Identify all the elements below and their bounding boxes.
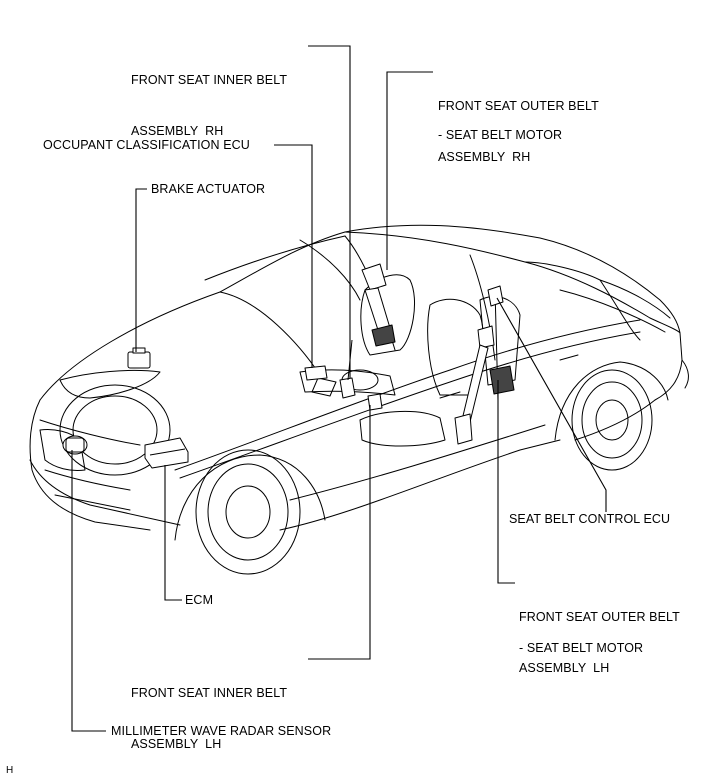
seat-belt-control-ecu-part bbox=[487, 285, 504, 307]
label-front-seat-outer-belt-rh-line2: ASSEMBLY RH bbox=[438, 150, 531, 164]
car-body bbox=[29, 224, 689, 575]
ecm-part bbox=[144, 437, 189, 469]
components bbox=[62, 263, 515, 469]
label-seat-belt-control-ecu: SEAT BELT CONTROL ECU bbox=[509, 512, 671, 526]
leader-front-seat-inner-belt-lh bbox=[308, 405, 371, 660]
label-front-seat-inner-belt-rh-line2: ASSEMBLY RH bbox=[131, 124, 224, 138]
label-ecm: ECM bbox=[185, 593, 214, 607]
leader-seat-belt-control-ecu bbox=[496, 297, 607, 512]
occupant-classification-ecu-part bbox=[304, 365, 328, 381]
leader-lines bbox=[71, 45, 607, 732]
label-front-seat-outer-belt-rh-line1: FRONT SEAT OUTER BELT bbox=[438, 99, 599, 113]
label-front-seat-inner-belt-rh-line1: FRONT SEAT INNER BELT bbox=[131, 73, 288, 87]
leader-occupant-classification-ecu bbox=[274, 144, 313, 368]
label-occupant-classification-ecu: OCCUPANT CLASSIFICATION ECU bbox=[43, 138, 250, 152]
corner-mark: H bbox=[6, 765, 14, 776]
leader-front-seat-inner-belt-rh bbox=[308, 45, 351, 378]
millimeter-wave-radar-sensor-part bbox=[62, 435, 88, 455]
leader-front-seat-outer-belt-rh bbox=[386, 71, 433, 270]
label-front-seat-outer-belt-rh: FRONT SEAT OUTER BELT ASSEMBLY RH bbox=[438, 64, 599, 183]
leader-millimeter-wave-radar-sensor bbox=[71, 450, 106, 732]
label-millimeter-wave-radar-sensor: MILLIMETER WAVE RADAR SENSOR bbox=[111, 724, 332, 738]
label-front-seat-outer-belt-lh-line2: ASSEMBLY LH bbox=[519, 661, 610, 675]
front-seat-inner-belt-lh-part bbox=[367, 393, 383, 411]
label-front-seat-inner-belt-lh: FRONT SEAT INNER BELT ASSEMBLY LH bbox=[131, 651, 287, 770]
leader-front-seat-outer-belt-lh bbox=[497, 380, 515, 584]
front-seat-outer-belt-lh-part bbox=[454, 325, 515, 445]
label-front-seat-inner-belt-lh-line2: ASSEMBLY LH bbox=[131, 737, 222, 751]
label-front-seat-outer-belt-lh-line1: FRONT SEAT OUTER BELT bbox=[519, 610, 680, 624]
front-seat-inner-belt-rh-part bbox=[339, 339, 356, 399]
label-seat-belt-motor-rh: - SEAT BELT MOTOR bbox=[438, 128, 563, 142]
brake-actuator-part bbox=[127, 347, 151, 369]
label-front-seat-inner-belt-rh: FRONT SEAT INNER BELT ASSEMBLY RH bbox=[131, 38, 287, 157]
leader-ecm bbox=[164, 465, 182, 601]
leader-brake-actuator bbox=[135, 188, 147, 352]
front-seat-outer-belt-rh-part bbox=[361, 263, 396, 347]
label-brake-actuator: BRAKE ACTUATOR bbox=[151, 182, 266, 196]
label-front-seat-outer-belt-lh: FRONT SEAT OUTER BELT ASSEMBLY LH bbox=[519, 575, 680, 694]
label-seat-belt-motor-lh: - SEAT BELT MOTOR bbox=[519, 641, 644, 655]
label-front-seat-inner-belt-lh-line1: FRONT SEAT INNER BELT bbox=[131, 686, 288, 700]
